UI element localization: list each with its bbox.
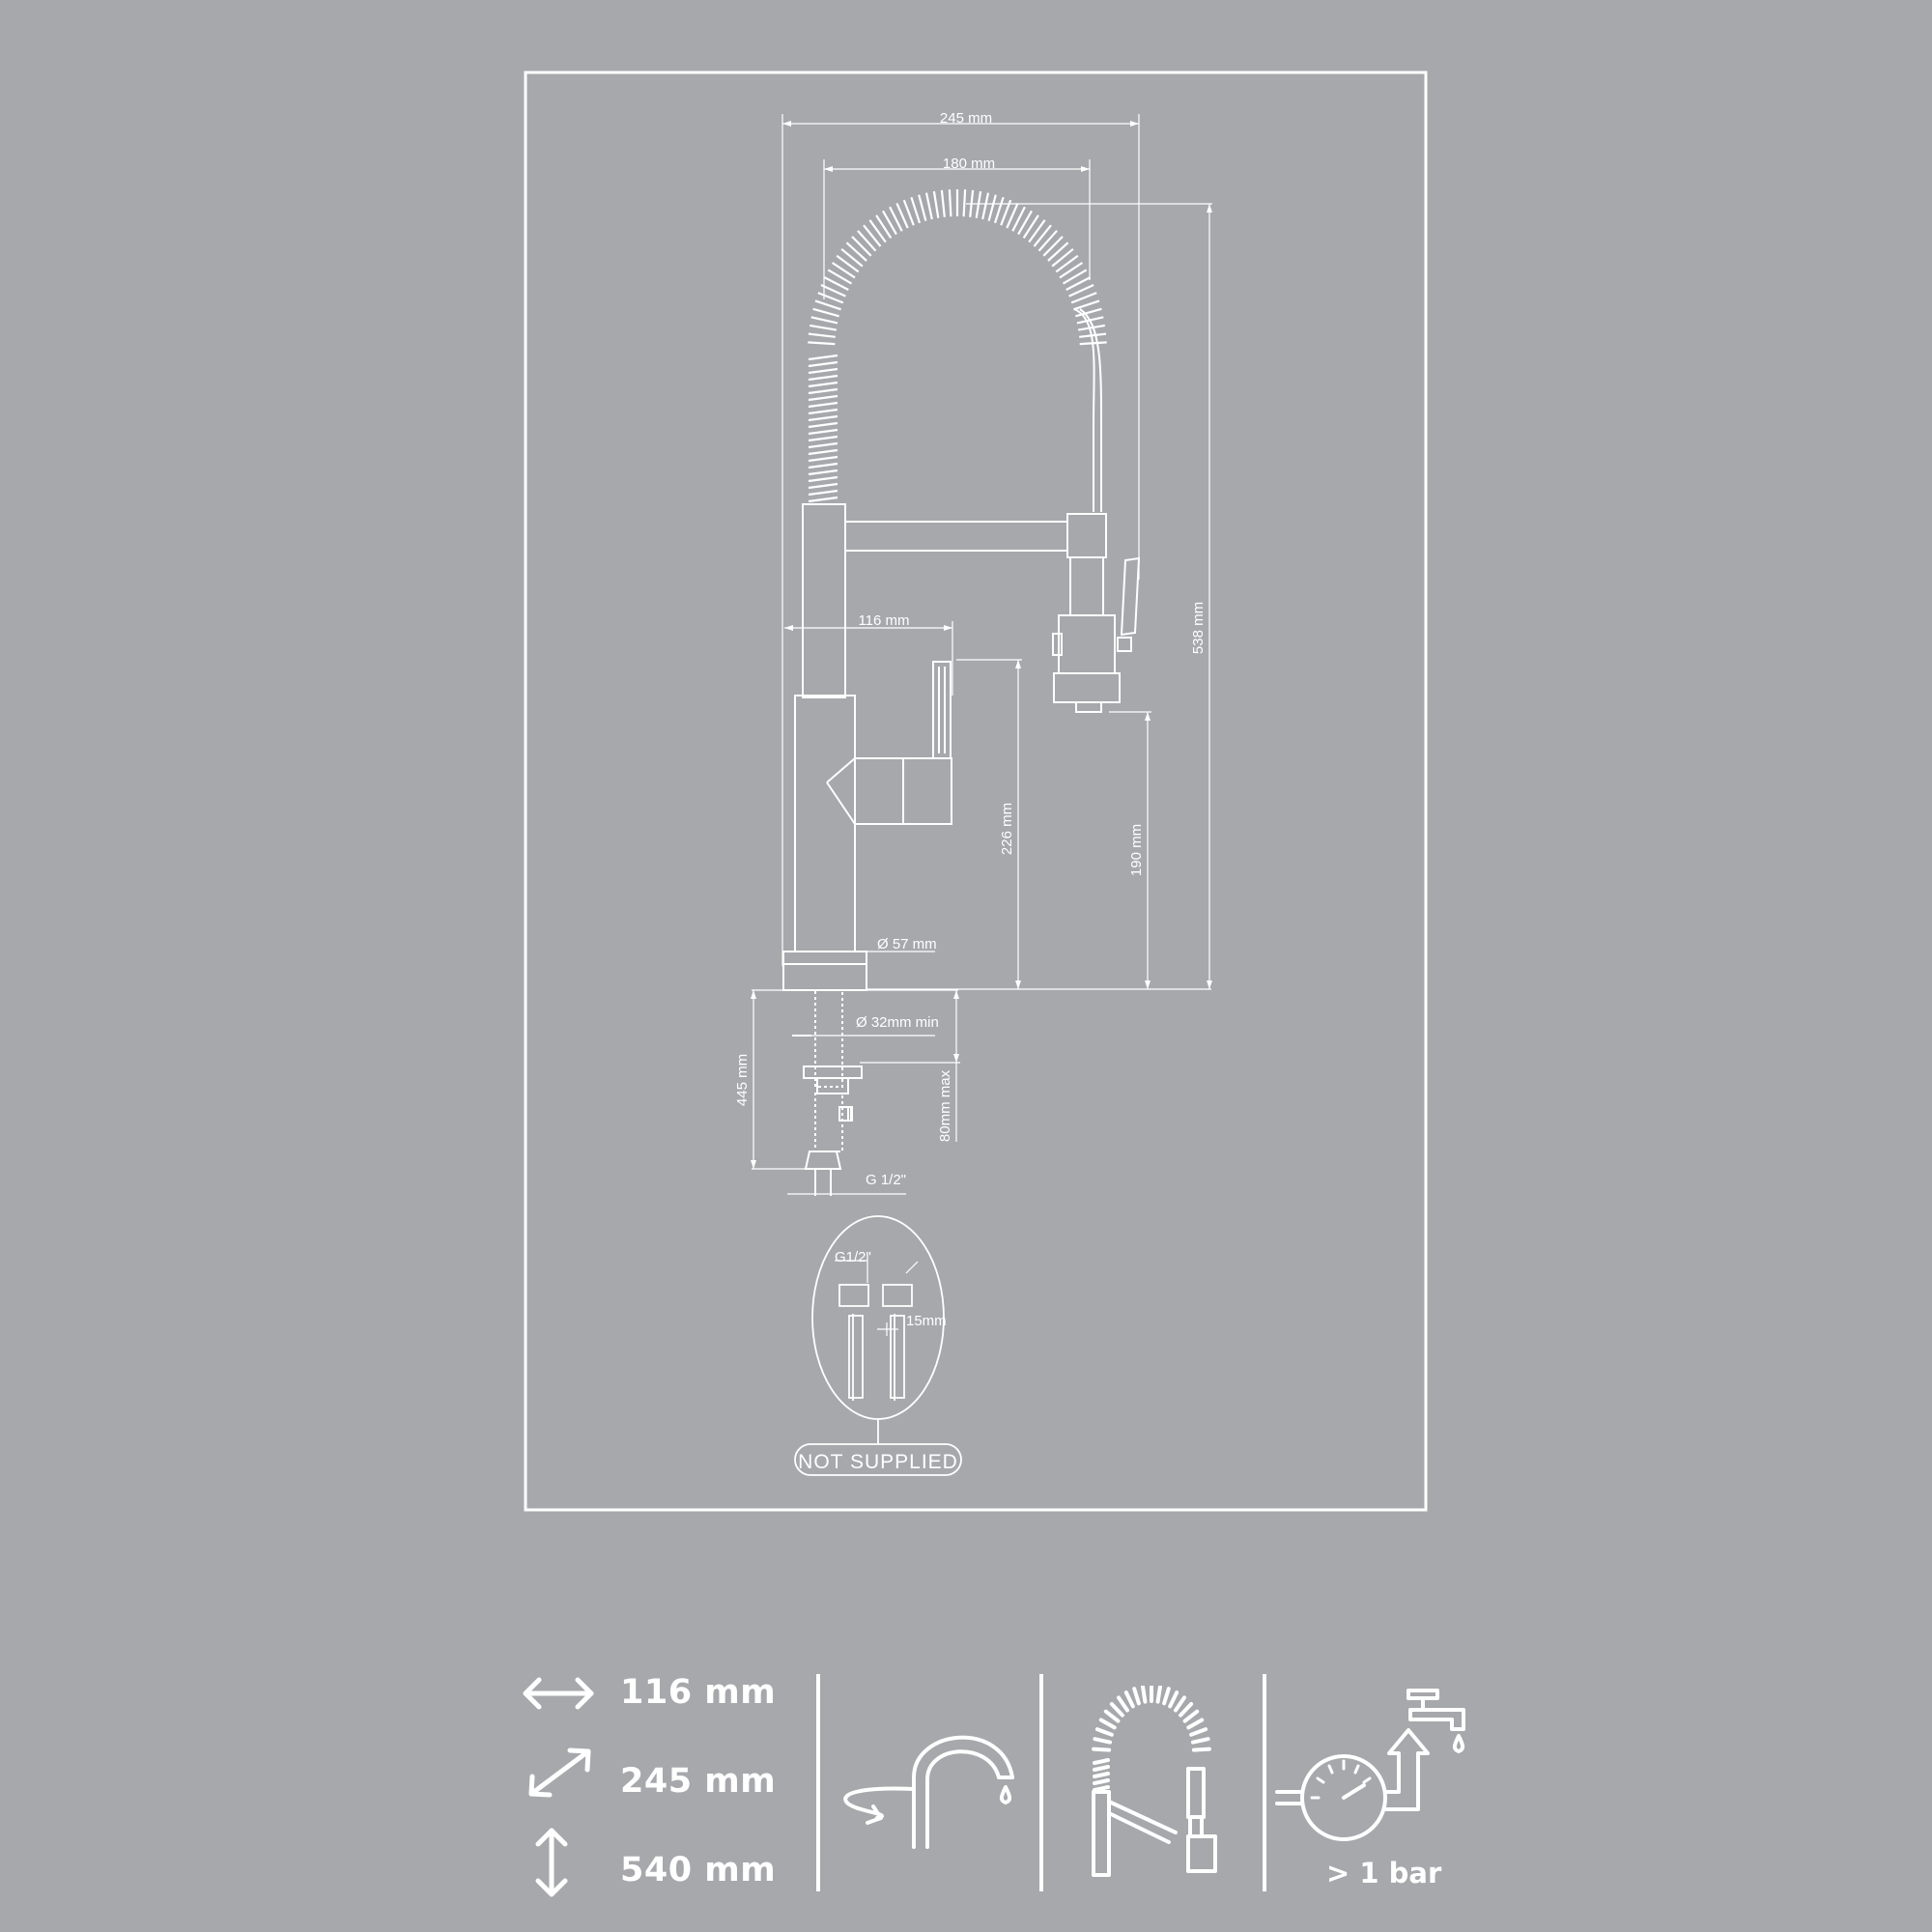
dim-445-label: 445 mm [734,1054,751,1106]
spring-spout-icon [1092,1686,1217,1877]
dim-connection-label: G 1/2" [866,1172,906,1188]
valve-detail [794,1215,962,1476]
dim-190-label: 190 mm [1128,824,1145,876]
mini-coil [1092,1686,1211,1792]
dim-valve-spacing-label: 15mm [906,1313,947,1329]
dim-245-label: 245 mm [940,110,992,127]
not-supplied-label: NOT SUPPLIED [798,1451,958,1473]
divider-3 [1263,1674,1266,1891]
horizontal-arrow-icon [523,1677,594,1710]
dim-hole-diameter-label: Ø 32mm min [856,1014,939,1031]
dim-226-label: 226 mm [999,803,1015,855]
pressure-label: > 1 bar [1326,1857,1442,1889]
dim-80-label: 80mm max [937,1069,953,1142]
vertical-arrow-icon [535,1828,568,1897]
height-label: 540 mm [620,1851,777,1889]
dim-base-diameter-label: Ø 57 mm [877,936,937,952]
water-pressure-icon [1275,1689,1465,1841]
width-label: 245 mm [620,1762,777,1801]
faucet-drawing [782,189,1141,1196]
dim-538-label: 538 mm [1190,602,1207,654]
divider-1 [816,1674,820,1891]
divider-2 [1039,1674,1043,1891]
reach-label: 116 mm [620,1673,777,1712]
diagonal-arrow-icon [528,1747,591,1798]
dim-valve-thread-label: G1/2" [835,1249,871,1265]
swivel-spout-icon [843,1735,1014,1849]
dim-180-label: 180 mm [943,156,995,172]
dim-116-label: 116 mm [858,612,909,629]
drawing-frame [524,71,1428,1512]
